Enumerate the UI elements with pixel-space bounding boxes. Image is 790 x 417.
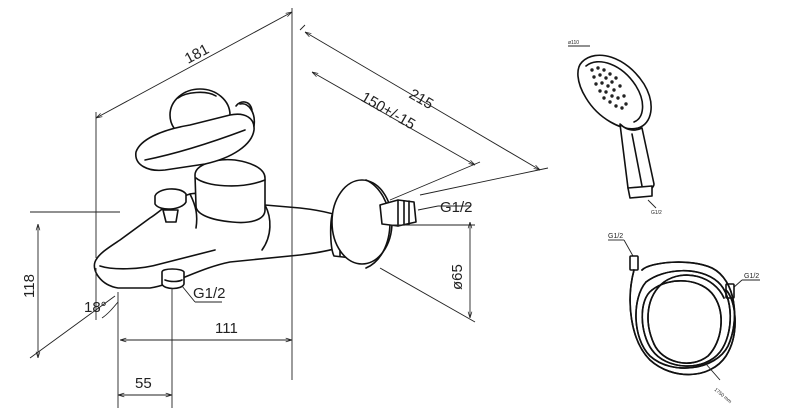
lever-handle [135, 113, 255, 172]
shower-hose: G1/2 G1/2 1750 mm [608, 233, 760, 405]
shower-head [577, 54, 652, 130]
thread-outlet-label: G1/2 [193, 285, 226, 302]
angle-18: 18° [84, 299, 107, 316]
spout-outlet [161, 268, 185, 290]
dim-181: 181 [182, 41, 212, 68]
thread-inlet-label: G1/2 [440, 199, 473, 216]
hose-thread-right-label: G1/2 [744, 273, 759, 280]
dim-55: 55 [135, 375, 152, 392]
cartridge-housing [194, 158, 266, 224]
dim-118: 118 [21, 274, 38, 298]
dim-65: ø65 [449, 264, 466, 290]
spray-nozzles [590, 66, 628, 110]
hose-thread-left-label: G1/2 [608, 233, 623, 240]
faucet-mixer [93, 88, 417, 290]
hand-shower: ø110 G1/2 [568, 40, 662, 216]
dim-111: 111 [215, 320, 238, 337]
dim-215: 215 [406, 86, 436, 113]
diverter-knob [154, 188, 187, 210]
hose-length-label: 1750 mm [713, 387, 733, 405]
shower-diameter-label: ø110 [568, 40, 579, 46]
shower-thread-label: G1/2 [651, 210, 662, 216]
